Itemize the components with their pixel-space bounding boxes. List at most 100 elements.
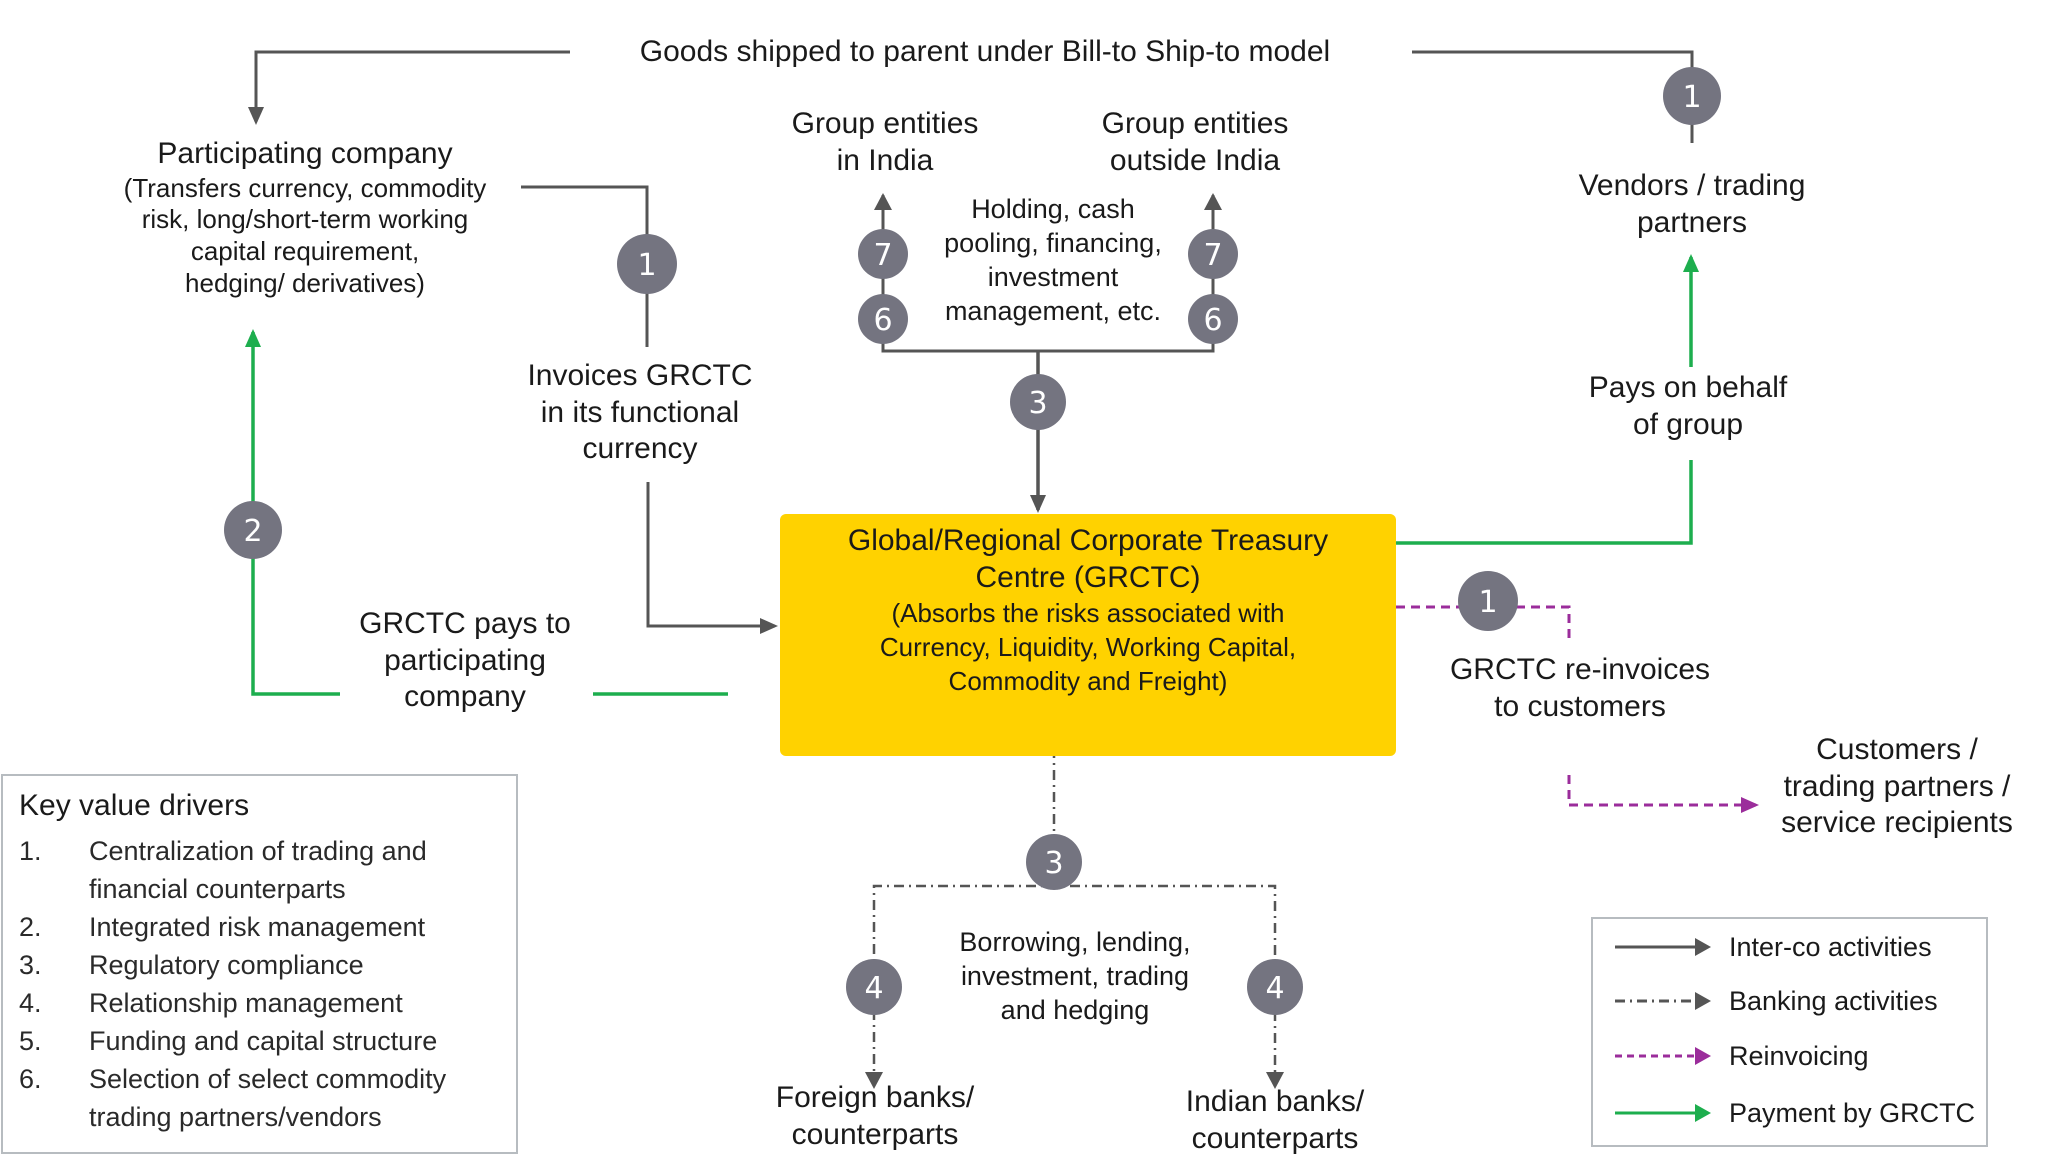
badge-circle bbox=[1663, 67, 1721, 125]
badge-circle bbox=[1188, 229, 1238, 279]
step-badge-reinvoicing: 1 bbox=[1458, 571, 1518, 631]
indian-banks-node: Indian banks/ counterparts bbox=[1140, 1084, 1410, 1157]
badge-circle bbox=[858, 294, 908, 344]
banking-activities-label: Borrowing, lending, investment, trading … bbox=[940, 925, 1210, 1027]
invoices-label-line: currency bbox=[582, 432, 698, 466]
legend-item: Inter-co activities bbox=[1593, 927, 1986, 967]
badge-number: 4 bbox=[1265, 971, 1284, 1006]
vendors-line: partners bbox=[1636, 205, 1748, 239]
invoices-label-line: in its functional bbox=[540, 395, 740, 429]
holding-label-line: investment bbox=[987, 262, 1119, 292]
badge-circle bbox=[617, 234, 677, 294]
step-badge-participating-invoice: 1 bbox=[617, 234, 677, 294]
step-badge-group-outside-7: 7 bbox=[1188, 229, 1238, 279]
badge-number: 6 bbox=[1203, 303, 1222, 338]
key-value-driver-text: Centralization of trading and financial … bbox=[89, 836, 427, 904]
key-value-driver-number: 1. bbox=[19, 836, 42, 866]
indian-banks-line: counterparts bbox=[1191, 1121, 1359, 1155]
foreign-banks-node: Foreign banks/ counterparts bbox=[740, 1080, 1010, 1153]
key-value-drivers-title: Key value drivers bbox=[19, 789, 250, 822]
key-value-driver-item: 1. Centralization of trading and financia… bbox=[19, 832, 516, 908]
badge-number: 7 bbox=[873, 238, 892, 273]
badge-number: 7 bbox=[1203, 238, 1222, 273]
grctc-pays-label: GRCTC pays to participating company bbox=[340, 606, 590, 716]
badge-number: 1 bbox=[637, 248, 656, 283]
key-value-driver-item: 6.Selection of select commodity trading … bbox=[19, 1060, 516, 1136]
pays-on-behalf-line: Pays on behalf bbox=[1588, 371, 1788, 404]
legend-item: Banking activities bbox=[1593, 981, 1986, 1021]
badge-circle bbox=[846, 959, 902, 1015]
grctc-pays-line: company bbox=[404, 680, 526, 714]
grctc-pays-line: participating bbox=[384, 643, 546, 677]
grctc-description-line: Currency, Liquidity, Working Capital, bbox=[879, 632, 1297, 662]
invoice-line-lower bbox=[646, 482, 778, 634]
reinvoices-line: GRCTC re-invoices bbox=[1449, 653, 1711, 686]
pays-on-behalf-line: of group bbox=[1632, 407, 1744, 441]
grctc-description: (Absorbs the risks associated with Curre… bbox=[780, 596, 1396, 698]
key-value-driver-item: 3. Regulatory compliance bbox=[19, 946, 516, 984]
badge-number: 3 bbox=[1044, 846, 1063, 881]
reinvoices-label: GRCTC re-invoices to customers bbox=[1440, 652, 1720, 725]
step-badge-goods-vendor: 1 bbox=[1663, 67, 1721, 125]
reinvoice-line-upper bbox=[1396, 605, 1571, 642]
grctc-title-line: Centre (GRCTC) bbox=[975, 561, 1201, 594]
participating-company-desc-line: capital requirement, bbox=[190, 236, 420, 267]
customers-line: service recipients bbox=[1781, 806, 2013, 840]
holding-label-line: Holding, cash bbox=[971, 194, 1135, 224]
vendors-line: Vendors / trading bbox=[1578, 169, 1806, 202]
group-entities-outside-node: Group entities outside India bbox=[1070, 106, 1320, 179]
key-value-driver-text: Relationship management bbox=[89, 988, 403, 1018]
goods-shipped-label: Goods shipped to parent under Bill-to Sh… bbox=[639, 35, 1331, 68]
key-value-drivers-box: Key value drivers 1. Centralization of tr… bbox=[1, 774, 518, 1154]
pays-on-behalf-label: Pays on behalf of group bbox=[1548, 370, 1828, 443]
foreign-banks-arrowhead bbox=[865, 1072, 883, 1089]
key-value-driver-text: Regulatory compliance bbox=[89, 950, 364, 980]
indian-banks-line: Indian banks/ bbox=[1185, 1085, 1365, 1118]
vendor-payment-line-lower bbox=[1396, 460, 1693, 545]
legend-item: Payment by GRCTC bbox=[1593, 1093, 1986, 1133]
step-badge-banking-flow: 3 bbox=[1026, 834, 1082, 890]
indian-banks-arrowhead bbox=[1266, 1072, 1284, 1089]
legend-line-icon bbox=[1615, 938, 1711, 956]
legend-label: Banking activities bbox=[1729, 986, 1938, 1016]
key-value-driver-number: 2. bbox=[19, 912, 42, 942]
legend-item: Reinvoicing bbox=[1593, 1036, 1986, 1076]
grctc-node: Global/Regional Corporate Treasury Centr… bbox=[780, 514, 1396, 756]
customers-node: Customers / trading partners / service r… bbox=[1762, 732, 2032, 842]
group-entities-outside-line: Group entities bbox=[1101, 107, 1289, 140]
holding-label-line: management, etc. bbox=[944, 296, 1162, 326]
key-value-driver-number: 3. bbox=[19, 950, 42, 980]
legend-line-icon bbox=[1615, 1104, 1711, 1122]
grctc-title: Global/Regional Corporate Treasury Centr… bbox=[780, 514, 1396, 596]
key-value-driver-item: 5. Funding and capital structure bbox=[19, 1022, 516, 1060]
badge-circle bbox=[224, 501, 282, 559]
badge-circle bbox=[1010, 374, 1066, 430]
goods-shipped-line-right bbox=[1412, 50, 1694, 143]
payment-line-left bbox=[245, 329, 340, 696]
key-value-driver-text: Funding and capital structure bbox=[89, 1026, 438, 1056]
group-entities-india-line: in India bbox=[836, 143, 934, 177]
step-badge-indian-banks: 4 bbox=[1247, 959, 1303, 1015]
grctc-description-line: Commodity and Freight) bbox=[948, 666, 1228, 696]
grctc-title-line: Global/Regional Corporate Treasury bbox=[847, 524, 1329, 557]
badge-number: 6 bbox=[873, 303, 892, 338]
badge-circle bbox=[858, 229, 908, 279]
key-value-driver-number: 5. bbox=[19, 1026, 42, 1056]
badge-circle bbox=[1188, 294, 1238, 344]
key-value-drivers-list: 1. Centralization of trading and financia… bbox=[19, 832, 516, 1136]
foreign-banks-line: Foreign banks/ bbox=[775, 1081, 975, 1114]
holding-label-line: pooling, financing, bbox=[944, 228, 1162, 258]
badge-number: 2 bbox=[243, 514, 262, 549]
invoices-grctc-label: Invoices GRCTC in its functional currenc… bbox=[510, 358, 770, 468]
badge-circle bbox=[1026, 834, 1082, 890]
participating-company-desc-line: (Transfers currency, commodity bbox=[123, 172, 487, 203]
goods-shipped-line-left bbox=[248, 50, 570, 125]
grctc-pays-line: GRCTC pays to bbox=[359, 607, 571, 640]
participating-company-desc-line: hedging/ derivatives) bbox=[185, 267, 425, 298]
banking-label-line: Borrowing, lending, bbox=[959, 927, 1191, 957]
group-outside-arrowhead bbox=[1204, 193, 1222, 210]
legend-label: Payment by GRCTC bbox=[1729, 1098, 1976, 1128]
